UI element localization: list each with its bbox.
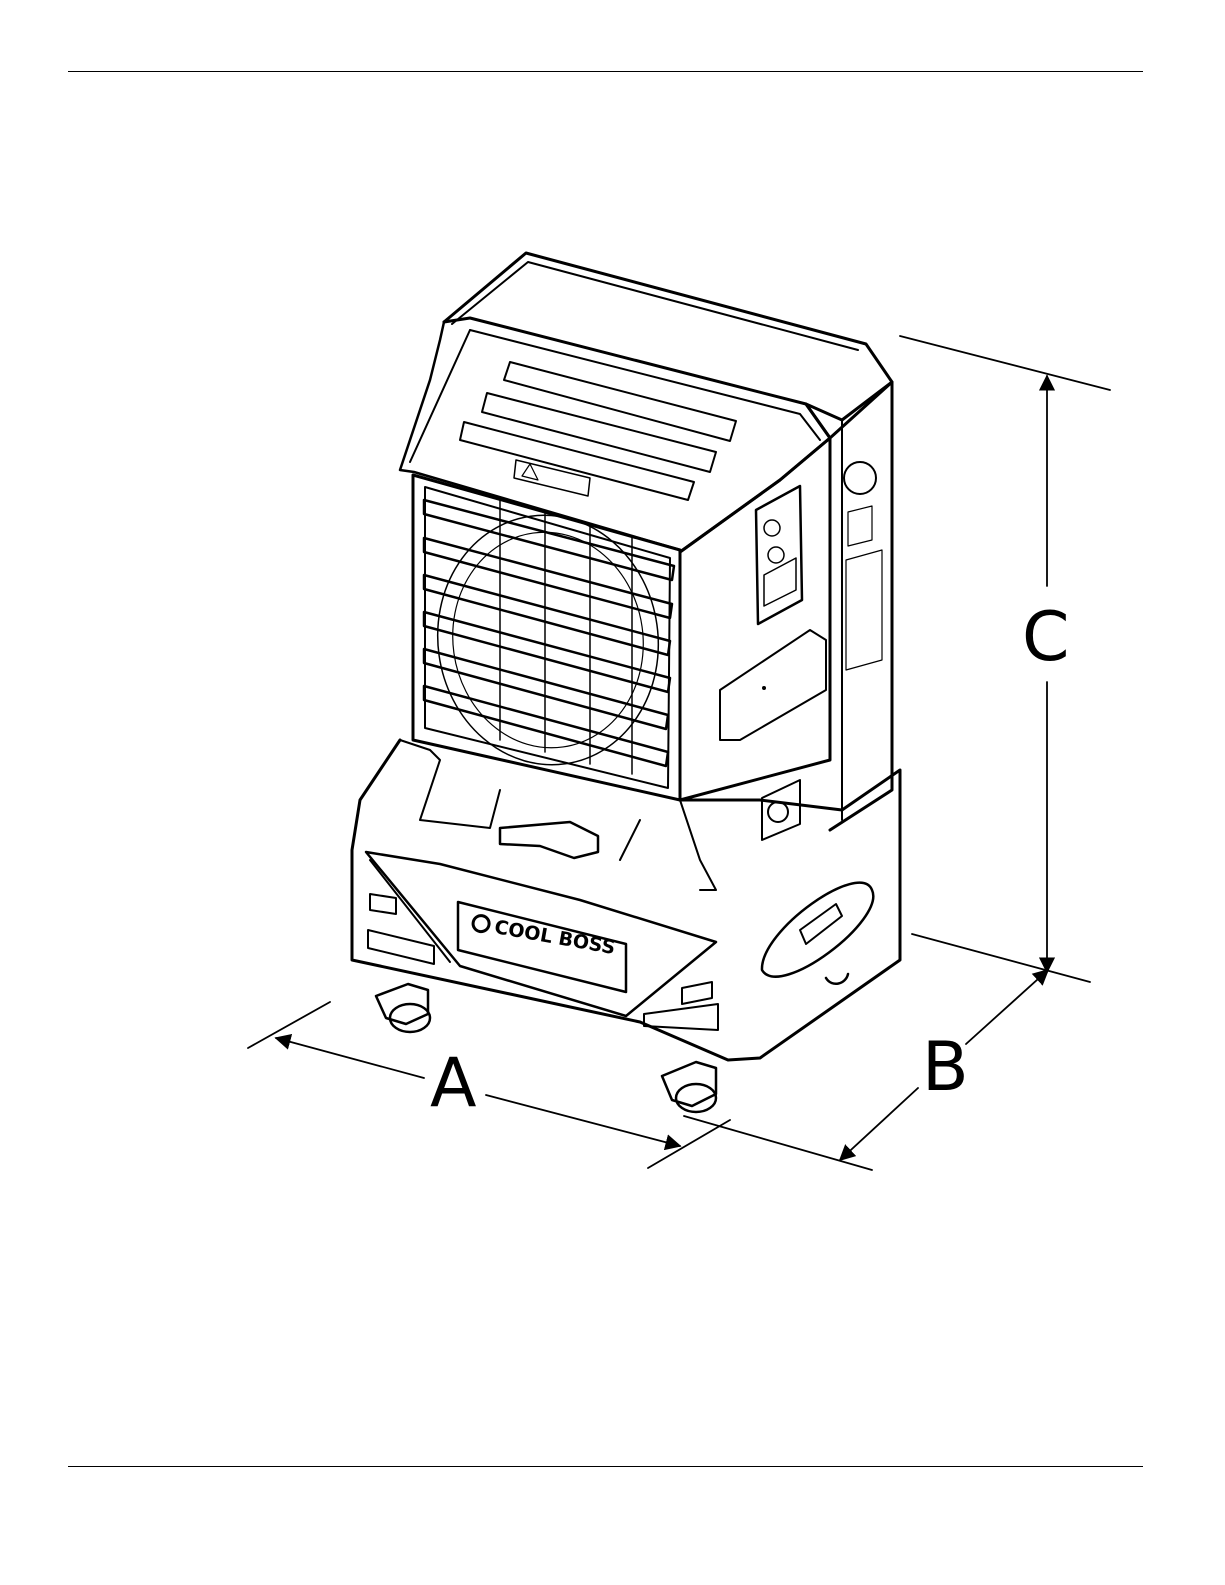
- front-left-caster: [376, 984, 430, 1032]
- dimension-c-label: C: [1022, 598, 1069, 677]
- rear-caster: [826, 974, 848, 984]
- front-right-caster: [662, 1062, 716, 1112]
- warning-label: [514, 460, 590, 496]
- control-knob-icon: [764, 520, 780, 536]
- evaporative-cooler: COOL BOSS: [352, 253, 900, 1112]
- dimension-c: [900, 336, 1110, 972]
- ring-logo-icon: [472, 914, 491, 933]
- dimension-a-label: A: [430, 1044, 477, 1123]
- louver-set: [424, 500, 674, 766]
- front-handle: [500, 822, 598, 858]
- brand-logo-text: COOL BOSS: [493, 916, 617, 959]
- dimension-b-label: B: [922, 1028, 969, 1107]
- round-badge-icon: [844, 462, 876, 494]
- warning-triangle-icon: [522, 464, 538, 480]
- footer-rule: [68, 1466, 1143, 1467]
- side-grip: [762, 883, 873, 977]
